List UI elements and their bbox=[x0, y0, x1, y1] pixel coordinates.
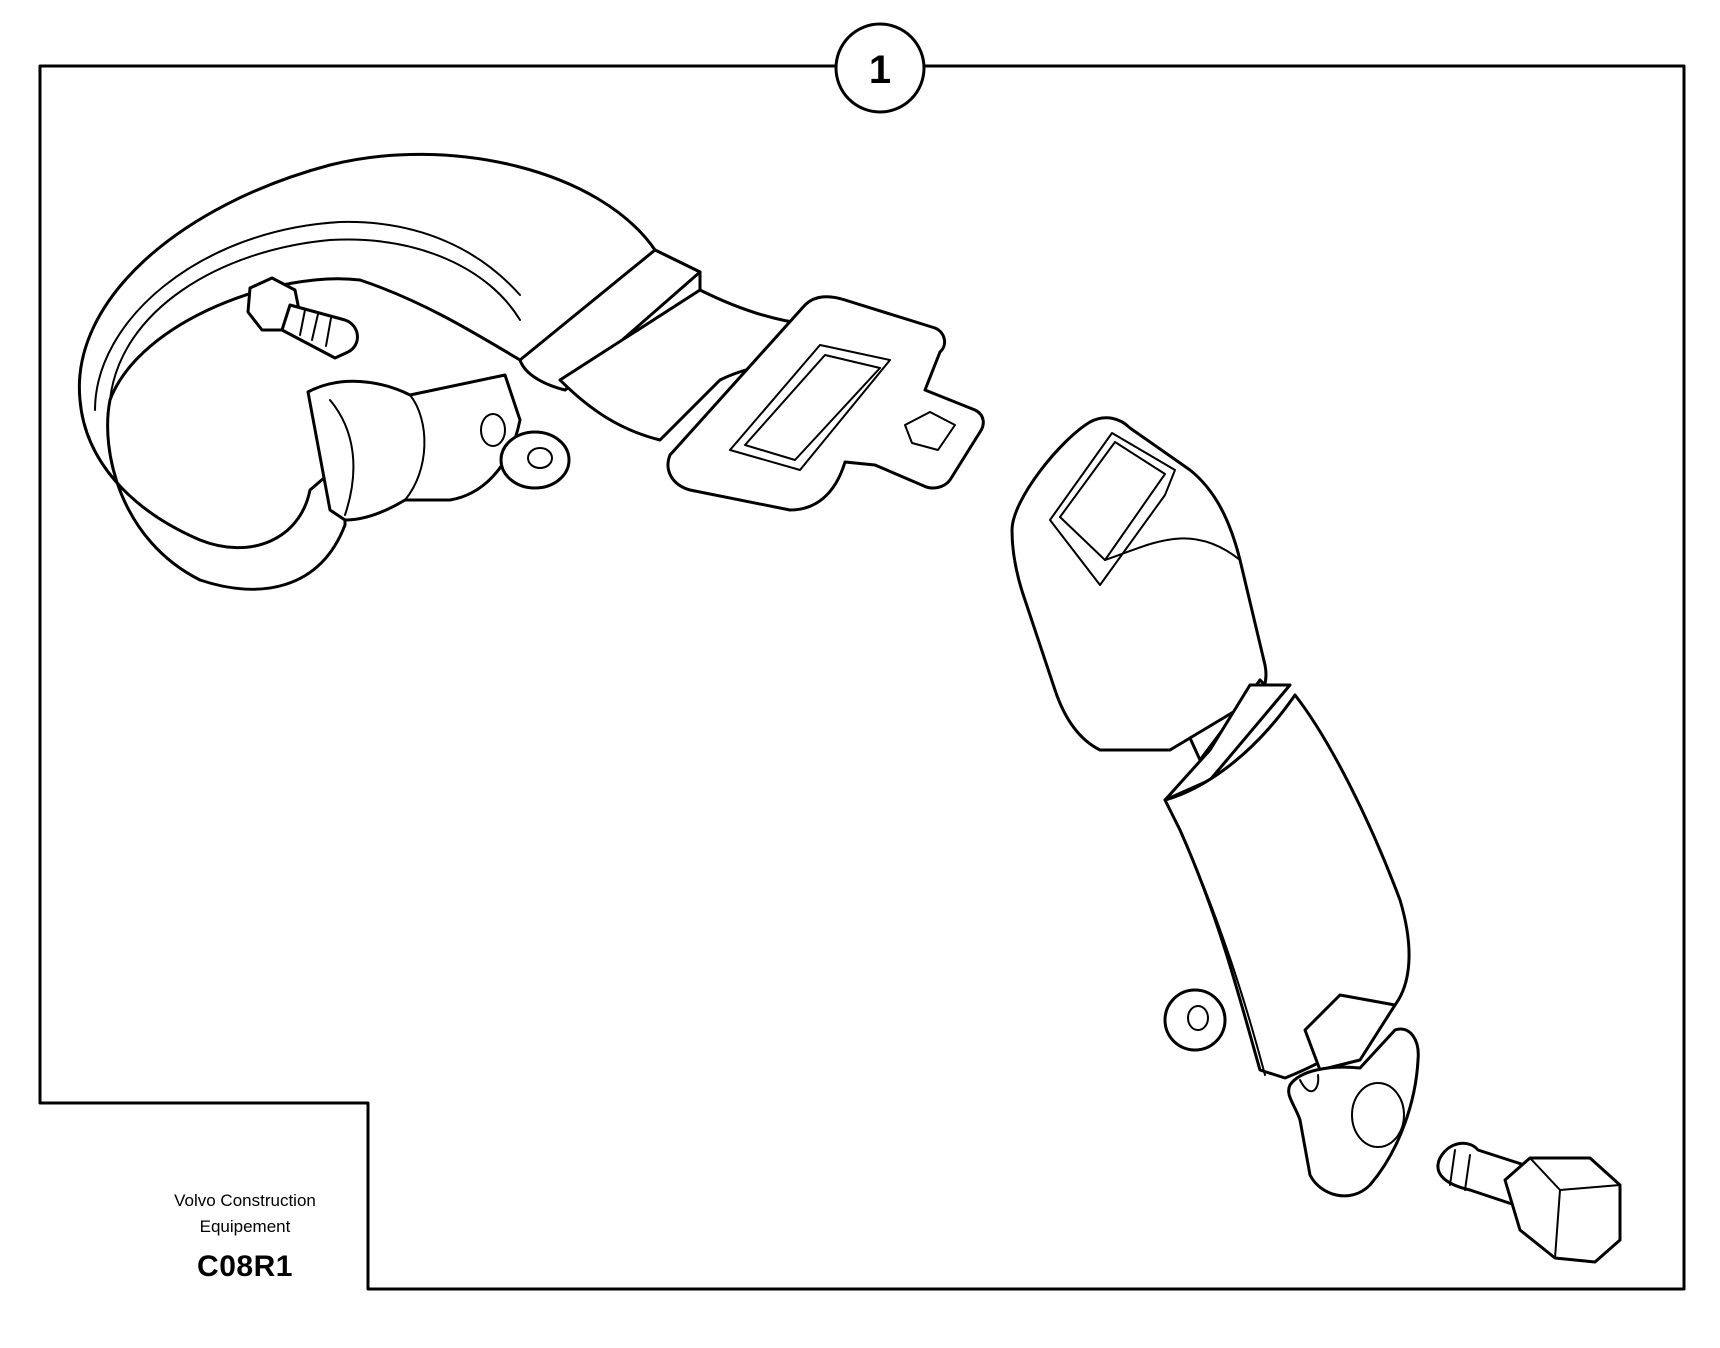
belt-tongue-icon[interactable] bbox=[666, 295, 985, 512]
washer-icon[interactable] bbox=[499, 430, 571, 490]
callout-number: 1 bbox=[869, 48, 891, 92]
callout-1[interactable]: 1 bbox=[834, 22, 926, 114]
company-name-line1: Volvo Construction bbox=[174, 1191, 316, 1210]
drawing-caption: Volvo Construction Equipement C08R1 bbox=[130, 1188, 360, 1284]
diagram-frame bbox=[38, 64, 1686, 1291]
drawing-code: C08R1 bbox=[197, 1250, 293, 1283]
belt-buckle-icon[interactable] bbox=[1010, 416, 1420, 1198]
washer-icon[interactable] bbox=[1163, 988, 1227, 1052]
company-name-line2: Equipement bbox=[199, 1217, 291, 1236]
mounting-bolt-icon[interactable] bbox=[246, 276, 359, 360]
shoulder-bolt-icon[interactable] bbox=[1436, 1141, 1622, 1264]
